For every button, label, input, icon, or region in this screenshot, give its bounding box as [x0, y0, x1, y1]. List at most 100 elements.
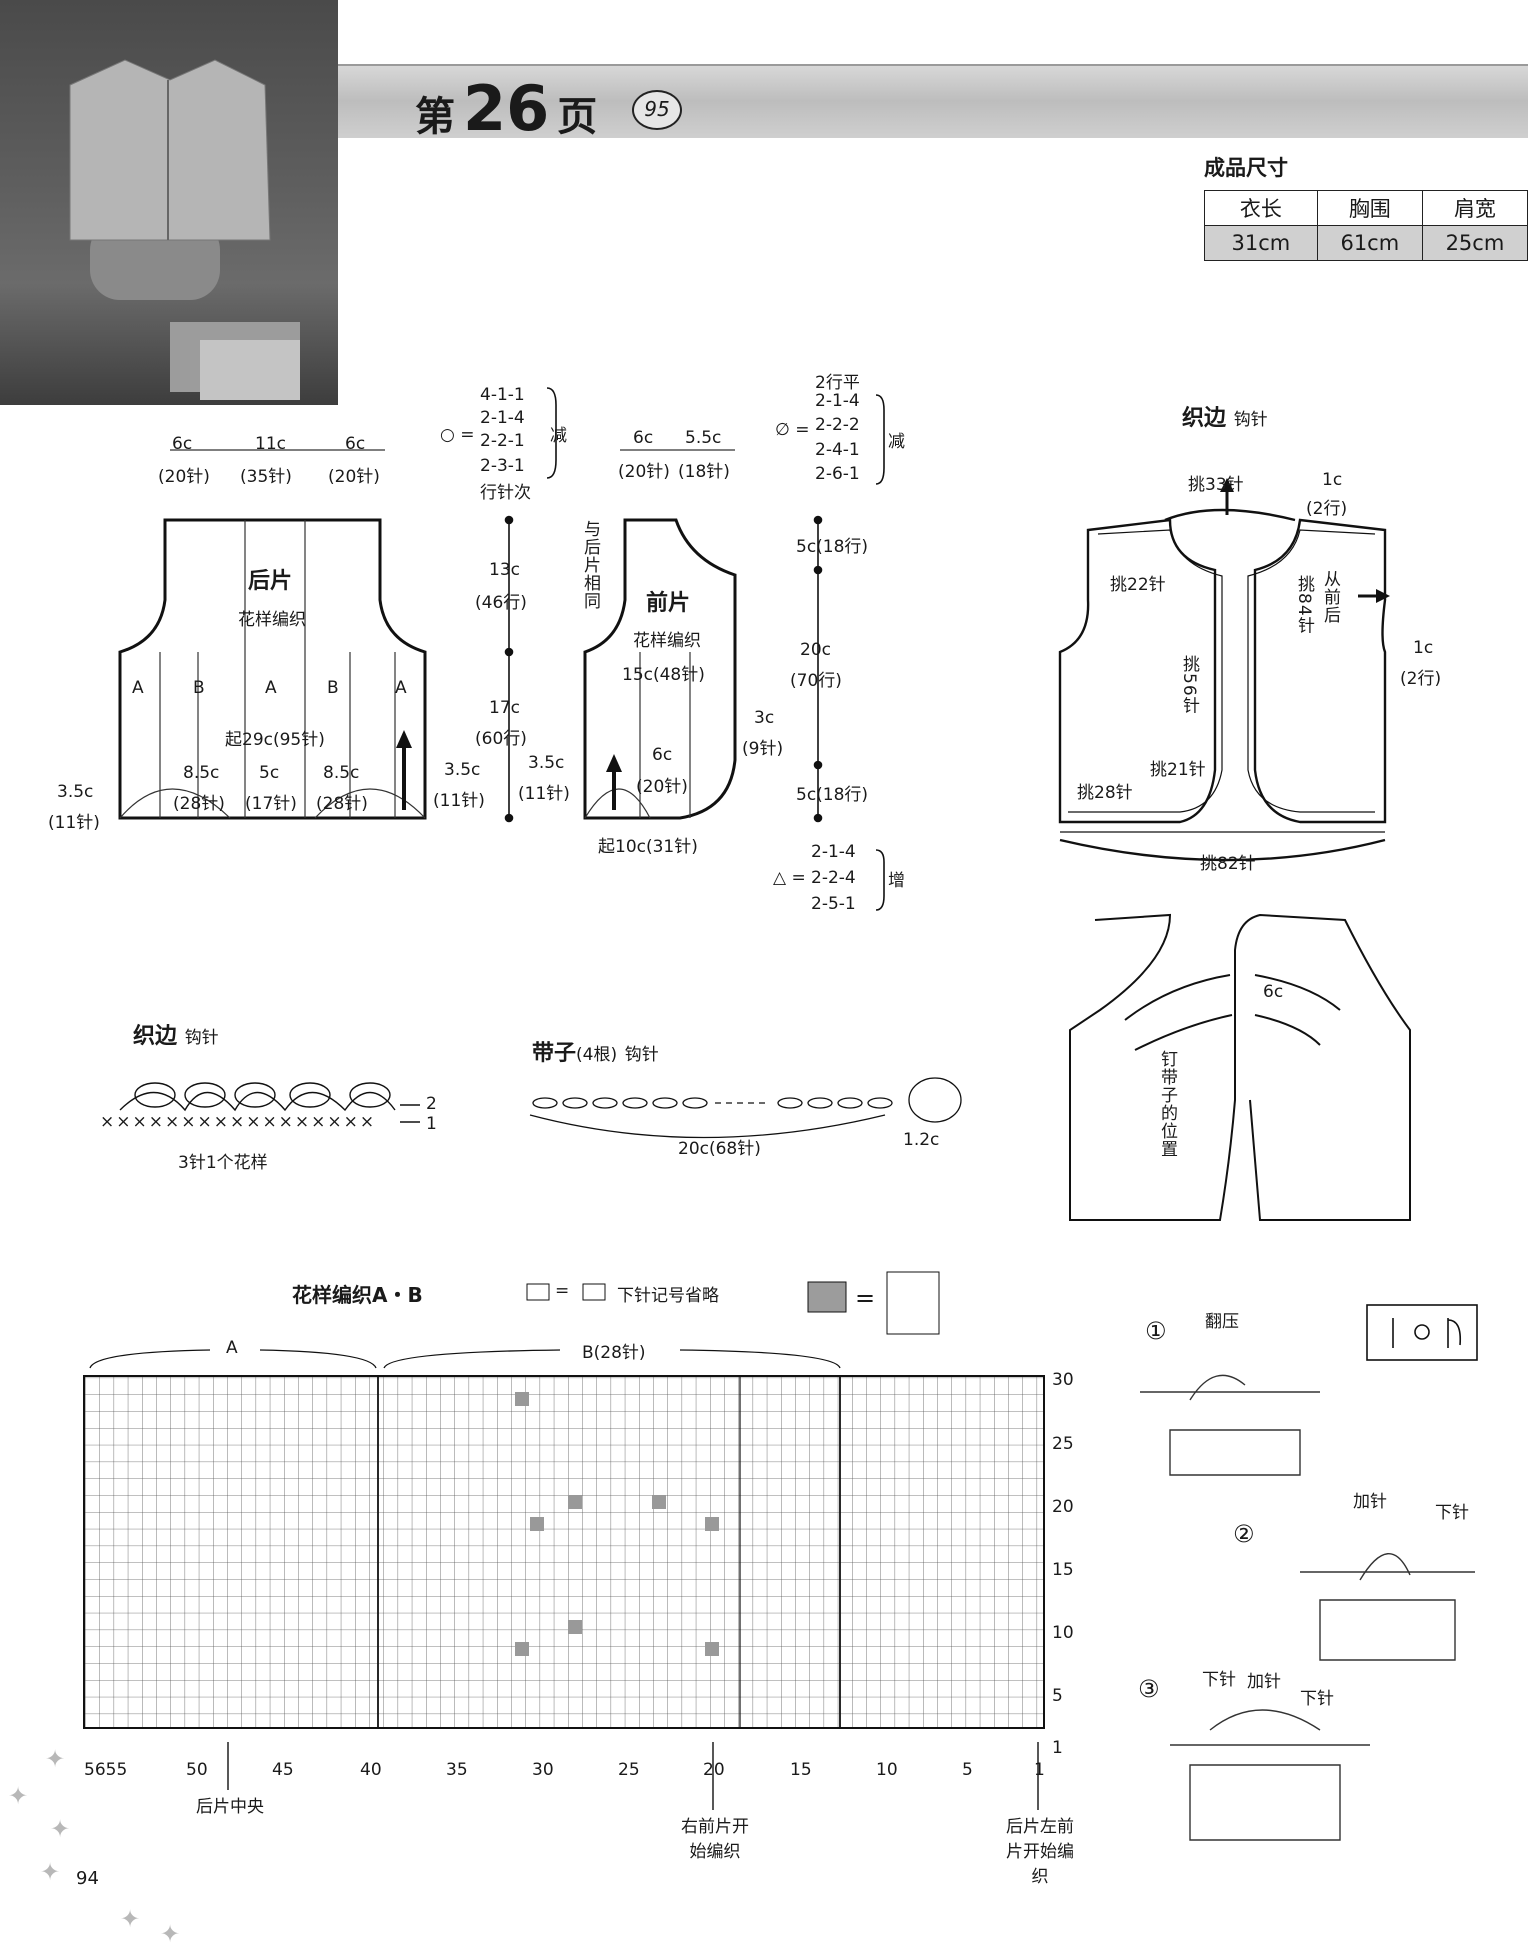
edging-row-2: 2: [426, 1094, 437, 1114]
page-suffix: 页: [557, 94, 598, 140]
back-bottom-label-3: 8.5c: [323, 763, 360, 783]
legend-equals-2: =: [855, 1284, 876, 1312]
chart-col-5655: 5655: [84, 1760, 128, 1780]
front-piece-outline: [583, 518, 737, 820]
legend-stitch-box: [886, 1271, 940, 1335]
back-lower-rows: (60行): [475, 729, 527, 749]
back-panel-a1: A: [132, 678, 144, 698]
back-top-label-3: 6c: [345, 434, 366, 454]
ties-ball: 1.2c: [903, 1130, 940, 1150]
edging-front-edge: 挑56针: [1179, 655, 1199, 715]
legend-shaded-symbol: [807, 1281, 847, 1313]
header-band: [338, 64, 1528, 138]
decrease-back-row-3: 2-2-1: [480, 431, 525, 451]
ties-subtitle: 钩针: [624, 1045, 659, 1065]
edging-armhole-rows: (2行): [1400, 669, 1442, 689]
edging-stitch-subtitle: 钩针: [184, 1028, 219, 1048]
front-bottom-height: 5c(18行): [796, 785, 869, 805]
back-lower-height: 17c: [489, 698, 520, 718]
star-icon: ✦: [50, 1815, 71, 1843]
size-val-chest: 61cm: [1316, 225, 1423, 261]
step1-number: ①: [1145, 1317, 1167, 1345]
chart-row-10: 10: [1052, 1623, 1074, 1643]
back-upper-height: 13c: [489, 560, 520, 580]
edging-stitch-title-text: 织边: [133, 1024, 178, 1049]
front-corner: 3c: [754, 708, 775, 728]
vest-with-ties-outline: [1069, 913, 1411, 1221]
chart-col-50: 50: [186, 1760, 208, 1780]
chart-shaded-cells: [515, 1392, 719, 1656]
front-title: 前片: [646, 591, 691, 616]
legend-equals-1: =: [555, 1281, 570, 1301]
step2-label-2: 下针: [1435, 1503, 1469, 1523]
back-upper-rows: (46行): [475, 593, 527, 613]
back-bottom-label-2: 5c: [259, 763, 280, 783]
decrease-back-symbol: ○ =: [440, 425, 475, 445]
front-middle-inner-count: (20针): [636, 777, 688, 797]
chart-label-a: A: [226, 1338, 238, 1358]
legend-text: 下针记号省略: [617, 1286, 719, 1306]
decrease-front-row-2: 2-1-4: [815, 391, 860, 411]
chart-col-40: 40: [360, 1760, 382, 1780]
edging-diagram-subtitle: 钩针: [1233, 410, 1268, 430]
back-side-left: 3.5c: [57, 782, 94, 802]
back-title: 后片: [248, 569, 293, 594]
back-left-front-start-label: 后片左前片开始编织: [1006, 1817, 1074, 1887]
page-badge: 95: [632, 90, 682, 130]
star-icon: ✦: [40, 1858, 61, 1886]
back-side-right: 3.5c: [444, 760, 481, 780]
chart-row-25: 25: [1052, 1434, 1074, 1454]
page-number: 94: [76, 1868, 99, 1889]
chart-up-arrows: [227, 1742, 1039, 1810]
back-grain-arrow: [396, 730, 412, 810]
back-panel-a2: A: [265, 678, 277, 698]
chart-row-30: 30: [1052, 1370, 1074, 1390]
chart-col-10: 10: [876, 1760, 898, 1780]
front-same-as-back: 与后片相同: [580, 520, 600, 610]
edging-stitch-arrows: [400, 1104, 420, 1123]
chart-row-1: 1: [1052, 1738, 1063, 1758]
chart-row-20: 20: [1052, 1497, 1074, 1517]
chart-col-25: 25: [618, 1760, 640, 1780]
back-pattern-label: 花样编织: [238, 610, 306, 630]
ties-title: 带子(4根) 钩针: [532, 1035, 659, 1067]
edging-diagram-title-text: 织边: [1182, 406, 1227, 431]
back-side-left-count: (11针): [48, 813, 100, 833]
back-top-count-2: (35针): [240, 467, 292, 487]
back-top-count-3: (20针): [328, 467, 380, 487]
increase-front-row-3: 2-5-1: [811, 894, 856, 914]
size-table: 衣长 胸围 肩宽 31cm 61cm 25cm: [1204, 190, 1528, 261]
size-value-row: 31cm 61cm 25cm: [1204, 225, 1528, 261]
decrease-back-row-1: 4-1-1: [480, 385, 525, 405]
size-col-shoulder: 肩宽: [1421, 190, 1528, 226]
edging-armhole: 1c: [1413, 638, 1434, 658]
chart-brackets: [89, 1349, 841, 1369]
decrease-back-row-2: 2-1-4: [480, 408, 525, 428]
back-guide-lines: [119, 449, 426, 819]
front-grain-arrow: [606, 754, 622, 810]
step1-illustration: [1140, 1374, 1320, 1476]
chart-col-35: 35: [446, 1760, 468, 1780]
front-cast-on: 起10c(31针): [598, 837, 698, 857]
increase-front-row-2: 2-2-4: [811, 868, 856, 888]
decrease-front-row-1: 2行平: [815, 373, 860, 393]
front-top-label-2: 5.5c: [685, 428, 722, 448]
step3-label-2: 加针: [1247, 1672, 1281, 1692]
tie-chain: [529, 1077, 962, 1139]
size-heading: 成品尺寸: [1204, 156, 1288, 180]
front-side: 3.5c: [528, 753, 565, 773]
back-panel-b1: B: [193, 678, 205, 698]
star-icon: ✦: [8, 1782, 29, 1810]
front-middle-rows: (70行): [790, 671, 842, 691]
step3-illustration: [1170, 1709, 1370, 1841]
edging-top-right-rows: (2行): [1306, 499, 1348, 519]
tie-position-note: 钉带子的位置: [1157, 1050, 1177, 1158]
chart-row-15: 15: [1052, 1560, 1074, 1580]
chart-col-45: 45: [272, 1760, 294, 1780]
decrease-brackets: [546, 387, 885, 911]
page-number-large: 26: [463, 72, 550, 145]
front-height-line: [813, 515, 823, 823]
back-top-count-1: (20针): [158, 467, 210, 487]
